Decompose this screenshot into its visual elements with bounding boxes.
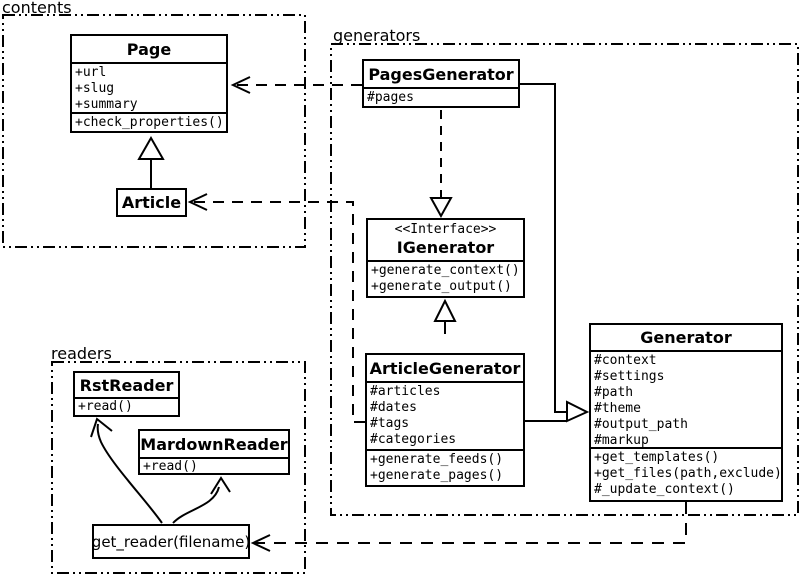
attribute: #output_path	[594, 417, 688, 432]
attribute: #pages	[367, 90, 414, 105]
method: +check_properties()	[75, 115, 224, 130]
class-mardownreader-name: MardownReader	[140, 434, 288, 454]
class-igenerator-methods: +generate_context() +generate_output()	[368, 260, 523, 296]
class-articlegenerator: ArticleGenerator #articles #dates #tags …	[365, 353, 525, 487]
class-articlegenerator-methods: +generate_feeds() +generate_pages()	[367, 449, 523, 485]
method: +generate_pages()	[370, 468, 504, 483]
method: +get_templates()	[594, 450, 720, 465]
generalization-article-to-page	[137, 135, 165, 188]
class-mardownreader: MardownReader +read()	[138, 429, 290, 475]
package-generators-border	[330, 43, 799, 516]
attribute: #tags	[370, 416, 410, 431]
class-page: Page +url +slug +summary +check_properti…	[70, 34, 228, 133]
class-page-methods: +check_properties()	[72, 112, 226, 131]
package-label-generators: generators	[333, 26, 421, 45]
class-igenerator: <<Interface>> IGenerator +generate_conte…	[366, 218, 525, 298]
method: +read()	[78, 399, 133, 414]
class-mardownreader-methods: +read()	[140, 457, 288, 473]
method: +read()	[143, 459, 198, 473]
generalization-articlegenerator-to-generator	[525, 400, 590, 423]
attribute: #markup	[594, 433, 649, 447]
class-generator-name: Generator	[640, 328, 732, 347]
dependency-articlegenerator-to-article	[187, 193, 365, 423]
attribute: #articles	[370, 384, 441, 399]
package-readers-border	[51, 361, 306, 574]
class-page-name: Page	[126, 39, 172, 59]
method: +generate_output()	[371, 279, 512, 294]
get-reader-box: get_reader(filename)	[92, 524, 250, 559]
class-rstreader-name: RstReader	[79, 375, 174, 395]
class-article-name: Article	[121, 193, 182, 212]
class-igenerator-stereotype: <<Interface>>	[394, 222, 497, 237]
class-pagesgenerator: PagesGenerator #pages	[362, 59, 520, 108]
class-generator-methods: +get_templates() +get_files(path,exclude…	[591, 447, 781, 500]
dependency-generator-to-getreader	[250, 502, 687, 552]
package-label-contents: contents	[2, 0, 72, 17]
class-article: Article	[116, 188, 187, 217]
class-articlegenerator-name: ArticleGenerator	[369, 358, 521, 378]
method: +generate_context()	[371, 263, 520, 278]
class-rstreader: RstReader +read()	[73, 371, 180, 417]
class-pagesgenerator-attributes: #pages	[364, 87, 518, 106]
method: +generate_feeds()	[370, 452, 504, 467]
class-generator: Generator #context #settings #path #them…	[589, 323, 783, 502]
attribute: #context	[594, 353, 657, 368]
realization-pagesgenerator-to-igenerator	[429, 110, 453, 219]
generalization-pagesgenerator-to-generator	[520, 83, 567, 413]
class-rstreader-methods: +read()	[75, 397, 178, 415]
arrow-getreader-to-rstreader	[90, 417, 163, 524]
attribute: #path	[594, 385, 634, 400]
attribute: #categories	[370, 432, 457, 447]
attribute: +slug	[75, 81, 115, 96]
package-label-readers: readers	[51, 344, 112, 363]
attribute: +url	[75, 65, 107, 80]
package-contents-border	[2, 14, 306, 248]
dependency-pagesgenerator-to-page	[230, 76, 362, 94]
class-generator-attributes: #context #settings #path #theme #output_…	[591, 350, 781, 447]
class-pagesgenerator-name: PagesGenerator	[368, 64, 514, 84]
method: #_update_context()	[594, 482, 735, 497]
arrow-getreader-to-mardownreader	[172, 476, 231, 524]
class-igenerator-header: <<Interface>> IGenerator	[368, 220, 523, 260]
generalization-articlegenerator-to-igenerator	[433, 298, 457, 334]
class-articlegenerator-attributes: #articles #dates #tags #categories	[367, 381, 523, 449]
attribute: #settings	[594, 369, 665, 384]
method: +get_files(path,exclude)	[594, 466, 781, 481]
get-reader-label: get_reader(filename)	[91, 532, 251, 551]
attribute: #dates	[370, 400, 417, 415]
class-igenerator-name: IGenerator	[396, 238, 495, 257]
attribute: #theme	[594, 401, 641, 416]
class-page-attributes: +url +slug +summary	[72, 62, 226, 112]
attribute: +summary	[75, 97, 138, 112]
